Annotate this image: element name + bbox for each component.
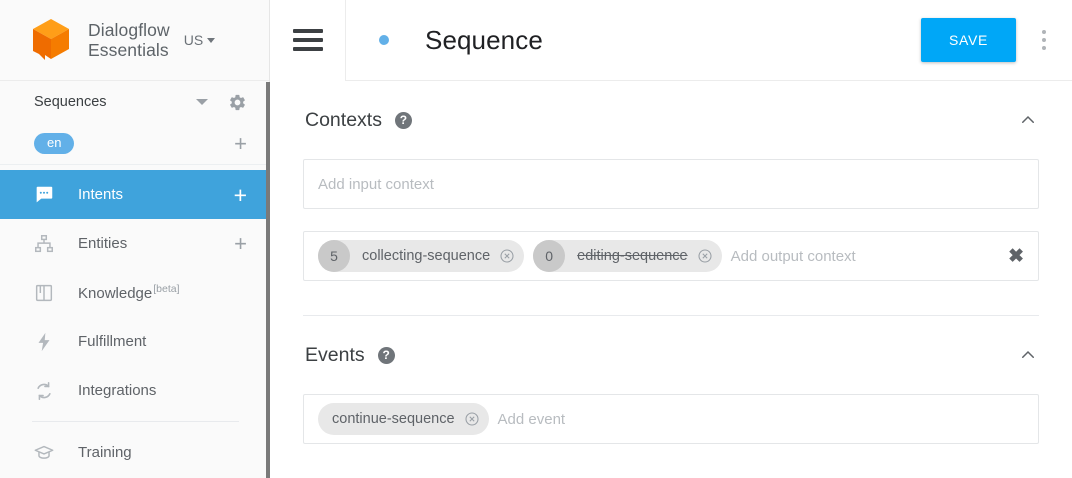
- sidebar-item-label: Knowledge[beta]: [78, 283, 180, 302]
- remove-circle-icon[interactable]: [697, 248, 713, 264]
- contexts-header: Contexts ?: [303, 103, 1039, 137]
- lifespan-badge: 5: [318, 240, 350, 272]
- help-question-icon[interactable]: ?: [377, 346, 395, 364]
- events-title: Events: [305, 343, 365, 366]
- sidebar-item-entities[interactable]: Entities +: [0, 219, 269, 268]
- sidebar-item-label: Entities: [78, 235, 128, 252]
- add-entity-button[interactable]: +: [234, 230, 247, 256]
- output-context-chip[interactable]: 0 editing-sequence: [533, 240, 722, 272]
- sidebar-item-intents[interactable]: Intents +: [0, 170, 269, 219]
- output-context-placeholder: Add output context: [730, 247, 856, 265]
- events-placeholder: Add event: [497, 410, 566, 428]
- title-area: Sequence: [346, 25, 921, 56]
- sidebar-item-integrations[interactable]: Integrations: [0, 366, 269, 415]
- sidebar-item-knowledge[interactable]: Knowledge[beta]: [0, 268, 269, 317]
- entities-hierarchy-icon: [32, 232, 56, 256]
- status-dot-blue: [379, 35, 389, 45]
- add-language-button[interactable]: +: [234, 130, 247, 156]
- remove-circle-icon[interactable]: [499, 248, 515, 264]
- dialogflow-cube-icon: [28, 16, 74, 64]
- integrations-sync-icon: [32, 379, 56, 403]
- event-chip[interactable]: continue-sequence: [318, 403, 489, 435]
- event-name: continue-sequence: [332, 411, 455, 427]
- main-panel: Sequence SAVE Contexts ? Add input conte…: [270, 0, 1072, 478]
- sidebar-item-label: Training: [78, 444, 132, 461]
- lifespan-badge: 0: [533, 240, 566, 272]
- intents-chat-icon: [32, 183, 56, 207]
- content-area: Contexts ? Add input context 5 collectin…: [270, 81, 1072, 444]
- hamburger-menu-icon[interactable]: [270, 0, 346, 81]
- sidebar-divider: [32, 421, 239, 422]
- triangle-down-icon[interactable]: [196, 99, 208, 105]
- beta-badge: [beta]: [153, 283, 180, 295]
- output-context-field[interactable]: 5 collecting-sequence 0 editing-sequence: [303, 231, 1039, 281]
- input-context-placeholder: Add input context: [318, 175, 434, 193]
- sidebar-scrollbar[interactable]: [266, 82, 273, 478]
- events-section: Events ? continue-sequence Add event: [303, 316, 1039, 444]
- context-name: editing-sequence: [577, 248, 688, 264]
- input-context-field[interactable]: Add input context: [303, 159, 1039, 209]
- contexts-title: Contexts: [305, 108, 382, 131]
- region-label: US: [183, 32, 204, 48]
- section-divider: [303, 315, 1039, 316]
- caret-down-icon: [207, 37, 216, 43]
- context-name: collecting-sequence: [362, 248, 491, 264]
- brand-name: Dialogflow Essentials: [88, 20, 170, 60]
- sidebar: Dialogflow Essentials US Sequences en: [0, 0, 273, 478]
- kebab-menu-icon[interactable]: [1016, 0, 1072, 81]
- training-graduation-cap-icon: [32, 441, 56, 465]
- fulfillment-bolt-icon: [32, 330, 56, 354]
- help-question-icon[interactable]: ?: [394, 111, 412, 129]
- sidebar-item-training[interactable]: Training: [0, 428, 269, 477]
- brand-header[interactable]: Dialogflow Essentials US: [0, 0, 269, 81]
- contexts-section: Contexts ? Add input context 5 collectin…: [303, 81, 1039, 316]
- language-chip-en[interactable]: en: [34, 133, 75, 154]
- region-selector[interactable]: US: [183, 32, 216, 48]
- brand-line-2: Essentials: [88, 40, 169, 60]
- sidebar-item-label: Integrations: [78, 382, 157, 399]
- language-row: en +: [0, 123, 269, 165]
- page-title: Sequence: [425, 24, 543, 55]
- knowledge-book-icon: [32, 281, 56, 305]
- output-context-chip[interactable]: 5 collecting-sequence: [318, 240, 525, 272]
- agent-name: Sequences: [34, 94, 107, 110]
- sidebar-item-fulfillment[interactable]: Fulfillment: [0, 317, 269, 366]
- sidebar-nav: Intents + Entities +: [0, 165, 269, 477]
- remove-circle-icon[interactable]: [464, 411, 480, 427]
- sidebar-item-label: Intents: [78, 186, 124, 203]
- top-bar: Sequence SAVE: [270, 0, 1072, 81]
- sidebar-item-label: Fulfillment: [78, 333, 147, 350]
- brand-line-1: Dialogflow: [88, 20, 170, 40]
- events-field[interactable]: continue-sequence Add event: [303, 394, 1039, 444]
- gear-icon[interactable]: [228, 93, 247, 112]
- chevron-up-icon[interactable]: [1019, 346, 1037, 364]
- clear-x-icon[interactable]: ✖: [1008, 245, 1024, 267]
- chevron-up-icon[interactable]: [1019, 111, 1037, 129]
- agent-selector-row[interactable]: Sequences: [0, 81, 269, 123]
- add-intent-button[interactable]: +: [233, 181, 247, 208]
- save-button[interactable]: SAVE: [921, 18, 1016, 62]
- events-header: Events ?: [303, 338, 1039, 372]
